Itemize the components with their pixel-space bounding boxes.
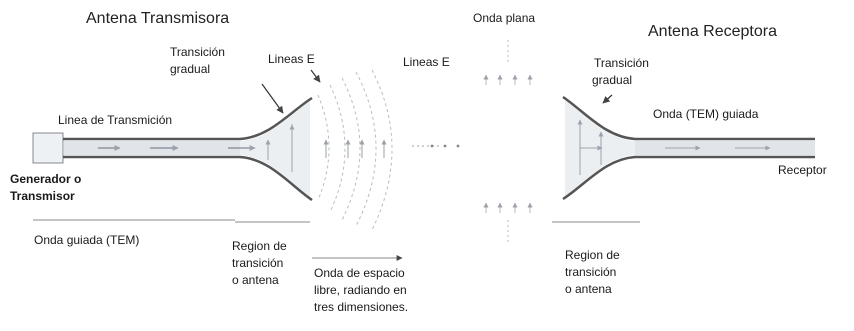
radiating-wavefronts (317, 69, 393, 231)
transition-tx-line2: gradual (170, 62, 211, 76)
transition-rx-line2: gradual (592, 73, 633, 87)
generator-line1: Generador o (10, 172, 82, 186)
receiver-label: Receptor (778, 163, 827, 177)
region-tx-line2: transición (232, 256, 284, 270)
region-rx-line1: Region de (565, 248, 620, 262)
transmitter-line (63, 96, 313, 202)
transition-gradual-rx-label: Transición gradual (588, 55, 649, 89)
receiver-guide-fill (635, 141, 815, 155)
tx-flare-field-lines (265, 124, 295, 172)
region-rx-line3: o antena (565, 282, 612, 296)
free-space-field-marks (323, 139, 440, 158)
transition-gradual-tx-label: Transición gradual (170, 44, 225, 78)
transmission-line-label: Linea de Transmición (58, 113, 173, 127)
region-tx-line3: o antena (232, 273, 279, 287)
receiver-antenna-title: Antena Receptora (648, 23, 777, 40)
e-lines-tx-label: Lineas E (268, 52, 315, 66)
free-space-wave-label: Onda de espacio libre, radiando en tres … (314, 265, 408, 316)
transmitter-antenna-title: Antena Transmisora (86, 10, 230, 27)
free-space-line1: Onda de espacio (314, 266, 405, 280)
region-transition-tx-label: Region de transición o antena (232, 238, 287, 289)
free-space-line3: tres dimensiones. (314, 300, 409, 314)
rx-field-lines (577, 119, 771, 175)
pointer-arrows (261, 69, 613, 114)
generator-label: Generador o Transmisor (10, 171, 81, 205)
guided-tem-wave-label: Onda (TEM) guiada (653, 107, 759, 121)
receiver-line (562, 95, 815, 201)
guided-wave-tem-label: Onda guiada (TEM) (34, 233, 140, 247)
e-lines-mid-label: Lineas E (403, 55, 450, 69)
generator-box (32, 132, 64, 164)
region-tx-line1: Region de (232, 239, 287, 253)
free-space-line2: libre, radiando en (314, 283, 407, 297)
transmitter-flare-fill (240, 101, 310, 197)
generator-line2: Transmisor (10, 189, 75, 203)
region-transition-rx-label: Region de transición o antena (565, 247, 620, 298)
plane-wave-marks (483, 40, 533, 245)
free-space-dots (430, 144, 460, 148)
plane-wave-label: Onda plana (473, 11, 536, 25)
region-rx-line2: transición (565, 265, 617, 279)
transition-rx-line1: Transición (594, 56, 649, 70)
transition-tx-line1: Transición (170, 45, 225, 59)
